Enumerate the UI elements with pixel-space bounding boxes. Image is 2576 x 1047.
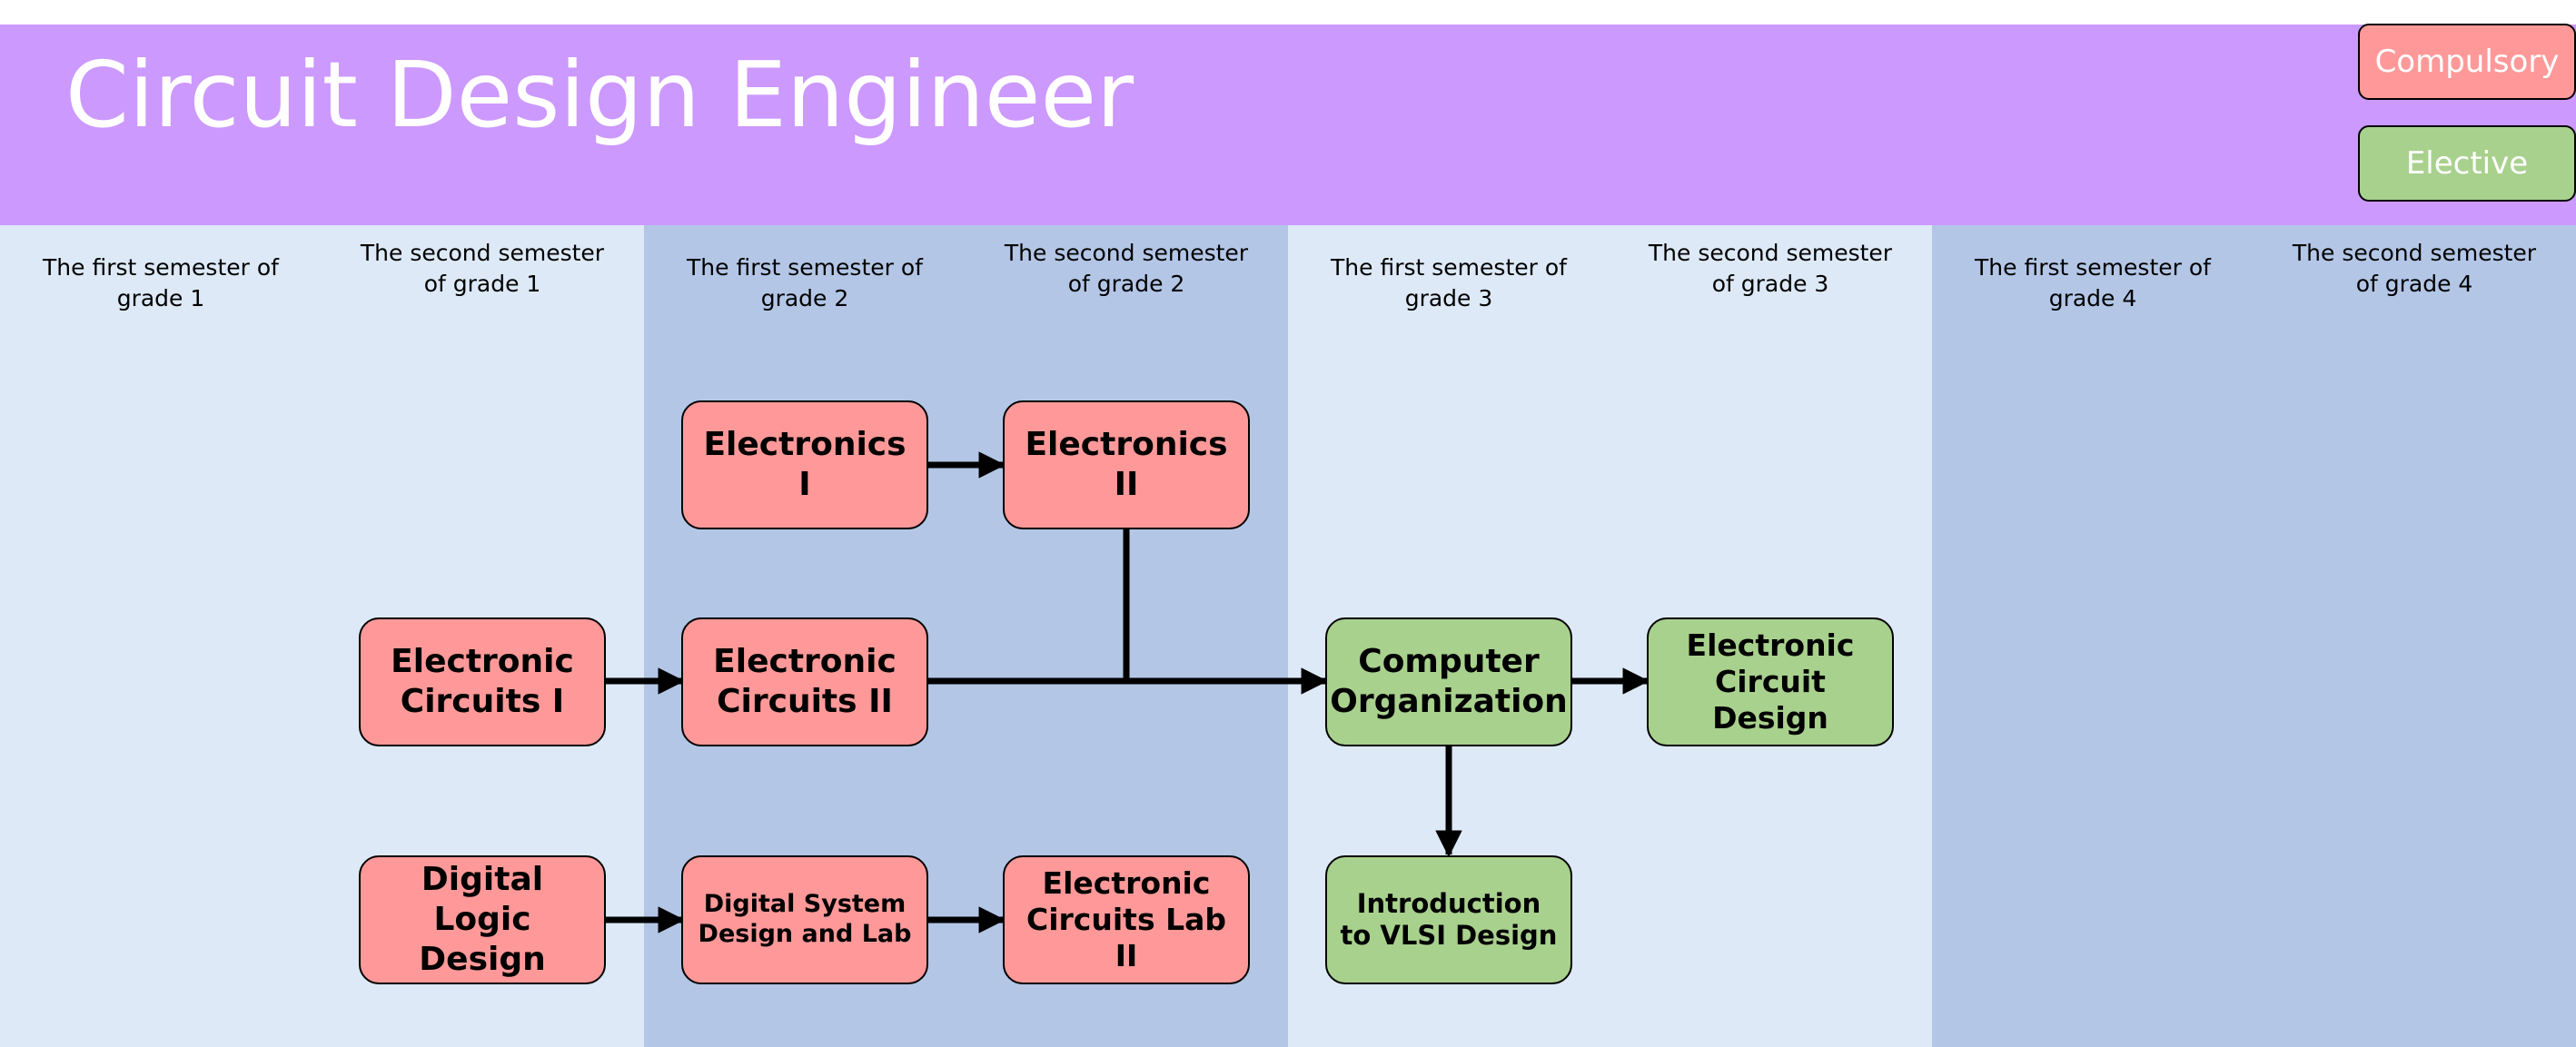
course-electronics-2: Electronics II — [1003, 400, 1250, 529]
course-intro-vlsi-design: Introduction to VLSI Design — [1325, 855, 1572, 984]
semester-header-g1-s1: The first semester of grade 1 — [43, 254, 279, 311]
course-digital-logic-design: Digital Logic Design — [359, 855, 606, 984]
course-electronic-circuits-lab-2: Electronic Circuits Lab II — [1003, 855, 1250, 984]
course-label: Introduction to VLSI Design — [1340, 887, 1558, 951]
course-electronic-circuit-design: Electronic Circuit Design — [1647, 617, 1894, 746]
course-digital-system-design-lab: Digital System Design and Lab — [681, 855, 928, 984]
course-label: Electronic Circuits I — [391, 643, 574, 720]
course-label: Computer Organization — [1330, 643, 1568, 720]
course-electronic-circuits-2: Electronic Circuits II — [681, 617, 928, 746]
semester-header-g3-s1: The first semester of grade 3 — [1331, 254, 1567, 311]
course-label: Digital Logic Design — [419, 861, 546, 978]
semester-header-g3-s2: The second semester of grade 3 — [1648, 240, 1893, 297]
page-title: Circuit Design Engineer — [65, 42, 1134, 148]
course-label: Digital System Design and Lab — [698, 890, 912, 948]
grade-4-band — [1932, 225, 2576, 1047]
course-label: Electronic Circuit Design — [1686, 627, 1855, 736]
semester-header-g4-s2: The second semester of grade 4 — [2292, 240, 2537, 297]
semester-header-g1-s2: The second semester of grade 1 — [360, 240, 605, 297]
course-label: Electronic Circuits Lab II — [1026, 864, 1226, 974]
course-computer-organization: Computer Organization — [1325, 617, 1572, 746]
course-electronic-circuits-1: Electronic Circuits I — [359, 617, 606, 746]
semester-header-g2-s2: The second semester of grade 2 — [1004, 240, 1249, 297]
header-banner — [0, 25, 2576, 225]
legend-elective: Elective — [2358, 125, 2576, 202]
course-label: Electronics II — [1025, 426, 1228, 503]
semester-header-g2-s1: The first semester of grade 2 — [687, 254, 923, 311]
semester-header-g4-s1: The first semester of grade 4 — [1975, 254, 2211, 311]
course-label: Electronic Circuits II — [713, 643, 897, 720]
course-label: Electronics I — [703, 426, 907, 503]
legend-compulsory: Compulsory — [2358, 24, 2576, 100]
course-electronics-1: Electronics I — [681, 400, 928, 529]
